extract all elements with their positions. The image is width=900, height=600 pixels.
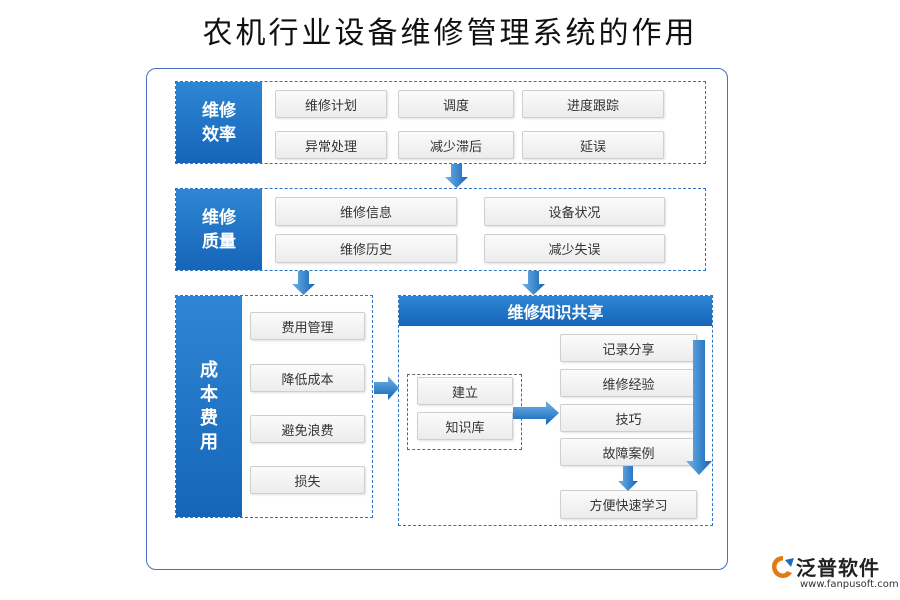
quality-heading-text: 维修质量 xyxy=(202,207,236,252)
quality-item: 维修历史 xyxy=(275,234,457,263)
efficiency-section: 维修效率 xyxy=(175,81,706,164)
brand-url: www.fanpusoft.com xyxy=(800,579,899,590)
knowledge-bottom-item: 方便快速学习 xyxy=(560,490,697,519)
brand-logo: 泛普软件 www.fanpusoft.com xyxy=(770,552,899,596)
cost-section: 成本费用 xyxy=(175,295,373,518)
knowledge-left-item: 建立 xyxy=(417,377,513,405)
quality-section: 维修质量 xyxy=(175,188,706,271)
cost-item: 降低成本 xyxy=(250,364,365,392)
efficiency-item: 调度 xyxy=(398,90,514,118)
cost-heading-text: 成本费用 xyxy=(200,359,218,453)
brand-mark-icon xyxy=(772,556,794,578)
knowledge-heading: 维修知识共享 xyxy=(399,296,712,326)
brand-name: 泛普软件 xyxy=(796,556,880,580)
efficiency-item: 异常处理 xyxy=(275,131,387,159)
efficiency-item: 减少滞后 xyxy=(398,131,514,159)
cost-item: 避免浪费 xyxy=(250,415,365,443)
knowledge-right-item: 故障案例 xyxy=(560,438,697,466)
efficiency-item: 延误 xyxy=(522,131,664,159)
efficiency-item: 进度跟踪 xyxy=(522,90,664,118)
quality-item: 设备状况 xyxy=(484,197,665,226)
knowledge-section: 维修知识共享 xyxy=(398,295,713,526)
diagram-title: 农机行业设备维修管理系统的作用 xyxy=(202,16,698,51)
knowledge-right-item: 记录分享 xyxy=(560,334,697,362)
quality-heading: 维修质量 xyxy=(176,189,262,270)
efficiency-heading-text: 维修效率 xyxy=(202,100,236,145)
efficiency-heading: 维修效率 xyxy=(176,82,262,163)
quality-item: 减少失误 xyxy=(484,234,665,263)
cost-item: 费用管理 xyxy=(250,312,365,340)
efficiency-item: 维修计划 xyxy=(275,90,387,118)
knowledge-right-item: 技巧 xyxy=(560,404,697,432)
cost-heading: 成本费用 xyxy=(176,296,242,517)
knowledge-left-item: 知识库 xyxy=(417,412,513,440)
knowledge-right-item: 维修经验 xyxy=(560,369,697,397)
quality-item: 维修信息 xyxy=(275,197,457,226)
cost-item: 损失 xyxy=(250,466,365,494)
outer-frame xyxy=(146,68,728,570)
